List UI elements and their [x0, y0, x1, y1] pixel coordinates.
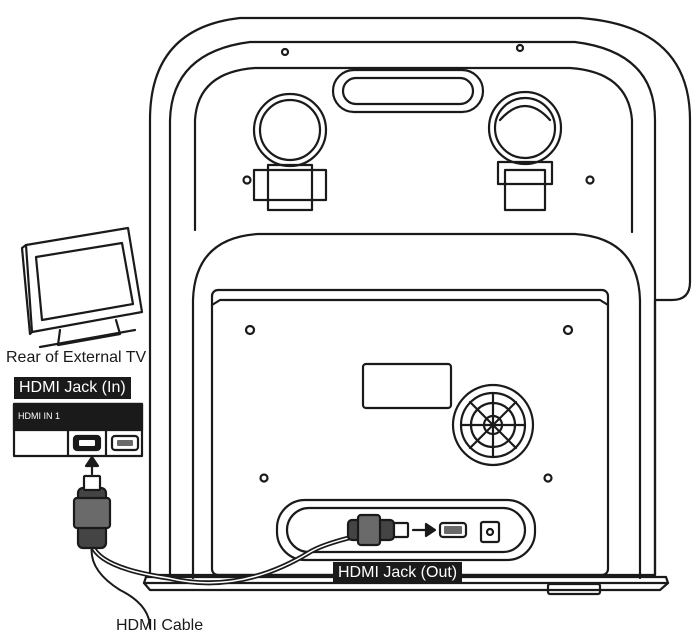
hdmi-plug-tv-end: [72, 474, 112, 550]
dc-jack: [479, 520, 501, 544]
external-tv: [20, 226, 144, 349]
hdmi-in-label: HDMI Jack (In): [14, 377, 131, 399]
jack-recess: [275, 498, 537, 562]
hdmi-cable-label: HDMI Cable: [116, 617, 204, 634]
right-reel-holder: [487, 90, 563, 212]
tv-rear-label: Rear of External TV: [6, 349, 147, 366]
tv-port-label: HDMI IN 1: [18, 411, 61, 421]
handle-slot: [331, 68, 485, 114]
device-back-body: [168, 40, 657, 577]
device-outer-shell: [148, 16, 692, 577]
left-reel-holder: [252, 92, 328, 212]
speaker-grille: [451, 383, 535, 467]
label-plate: [361, 362, 453, 410]
device-upper-panel: [193, 66, 634, 234]
lower-housing: [191, 232, 642, 580]
hdmi-out-port: [438, 521, 468, 539]
rear-panel: [210, 288, 610, 577]
hdmi-out-label: HDMI Jack (Out): [333, 562, 463, 584]
hdmi-plug-device-end: [346, 513, 410, 547]
